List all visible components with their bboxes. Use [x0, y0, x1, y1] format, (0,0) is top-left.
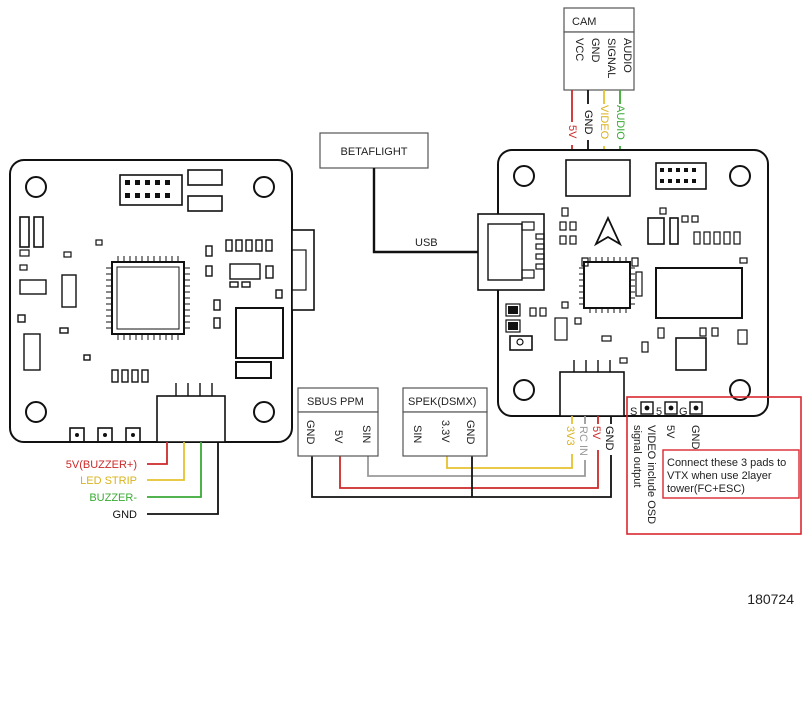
fc-pad-3v3: 3V3 [564, 426, 576, 446]
usb-port [477, 213, 545, 291]
cam-pin-vcc: VCC [573, 38, 585, 61]
mount-hole-icon [253, 176, 275, 198]
vtx-note-line3: tower(FC+ESC) [667, 483, 745, 495]
spek-pin-gnd: GND [464, 420, 476, 445]
vtx-note-line2: VTX when use 2layer [667, 470, 772, 482]
vtx-pad-5: 5 [656, 406, 662, 418]
mount-hole-icon [513, 379, 535, 401]
vtx-pin-video-line2: signal output [631, 425, 643, 487]
vtx-pin-5v: 5V [664, 425, 676, 439]
vtx-pin-gnd: GND [689, 425, 701, 450]
fc-board [477, 149, 769, 417]
led-strip-wire [147, 442, 185, 481]
cam-title-box [563, 7, 635, 33]
esc-board [9, 159, 315, 443]
fc-pad-rc-in: RC IN [577, 426, 589, 456]
arrow-logo-icon [593, 215, 623, 247]
vtx-pad-g: G [679, 406, 688, 418]
cam-connector [565, 159, 631, 197]
cam-title: CAM [572, 16, 596, 28]
spek-pins-box [402, 411, 488, 457]
cam-pin-signal: SIGNAL [605, 38, 617, 78]
buzzer-led-connector [156, 395, 226, 443]
vtx-note-line1: Connect these 3 pads to [667, 457, 786, 469]
mount-hole-icon [729, 165, 751, 187]
usb-label: USB [415, 237, 438, 249]
cam-pins-box [563, 31, 635, 91]
fc-mcu [583, 261, 631, 309]
vtx-note-box [662, 449, 800, 499]
buzzer-minus-wire [147, 442, 202, 498]
led-strip-label: LED STRIP [80, 475, 137, 487]
spek-pin-3v3: 3.3V [439, 420, 451, 443]
date-code: 180724 [747, 591, 794, 607]
header-connector [119, 174, 183, 206]
rc-connector [559, 371, 625, 417]
buzzer-plus-label: 5V(BUZZER+) [66, 459, 137, 471]
betaflight-box [319, 132, 429, 169]
gnd-label: GND [113, 509, 138, 521]
cam-wire-audio: AUDIO [614, 105, 626, 140]
mount-hole-icon [513, 165, 535, 187]
sbus-title: SBUS PPM [307, 396, 364, 408]
cam-wire-5v: 5V [566, 125, 578, 139]
vtx-pad-s: S [630, 406, 637, 418]
mount-hole-icon [25, 176, 47, 198]
cam-pin-audio: AUDIO [621, 38, 633, 73]
cam-wire-video: VIDEO [598, 105, 610, 140]
cam-pin-gnd: GND [589, 38, 601, 63]
buzzer-minus-label: BUZZER- [89, 492, 137, 504]
sbus-pin-5v: 5V [332, 430, 344, 444]
fc-pad-5v: 5V [590, 426, 602, 440]
usb-cable [372, 168, 478, 254]
left-wires [147, 442, 219, 515]
betaflight-label: BETAFLIGHT [340, 146, 407, 158]
vtx-pin-video-line1: VIDEO include OSD [645, 425, 657, 524]
mount-hole-icon [25, 401, 47, 423]
spek-pin-sin: SIN [411, 425, 423, 443]
sbus-pins-box [297, 411, 379, 457]
cam-wire-gnd: GND [582, 110, 594, 135]
gnd-wire [147, 442, 219, 515]
vtx-frame [626, 396, 802, 535]
sbus-title-box [297, 387, 379, 413]
mount-hole-icon [729, 379, 751, 401]
sbus-pin-gnd: GND [304, 420, 316, 445]
spek-title: SPEK(DSMX) [408, 396, 476, 408]
fc-pad-gnd: GND [603, 426, 615, 451]
sbus-pin-sin: SIN [360, 425, 372, 443]
mount-hole-icon [253, 401, 275, 423]
buzzer-plus-wire [147, 442, 168, 465]
